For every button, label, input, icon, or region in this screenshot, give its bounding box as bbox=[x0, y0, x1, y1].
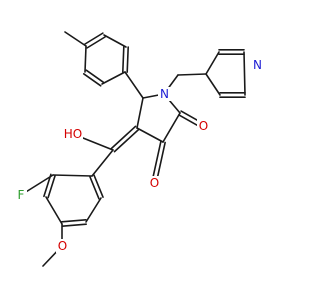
bond-double bbox=[47, 174, 56, 199]
atom-o-c2-carbonyl: O bbox=[197, 119, 210, 133]
atom-o-methoxy: O bbox=[56, 239, 69, 253]
atom-o-hydroxyl: HO bbox=[63, 127, 83, 141]
atom-n-pyridine: N bbox=[251, 58, 264, 72]
atom-label-f: F bbox=[18, 188, 25, 202]
bond-single bbox=[84, 45, 87, 73]
bond-single bbox=[52, 174, 93, 177]
atom-label-n-pyridine: N bbox=[253, 58, 262, 72]
atom-n-pyrrolidine: N bbox=[158, 87, 171, 101]
bond-single bbox=[205, 51, 220, 75]
bond-single bbox=[64, 31, 87, 47]
bond-single bbox=[91, 149, 114, 177]
bond-double bbox=[122, 46, 125, 73]
atom-label-o-c3: O bbox=[150, 176, 159, 190]
bond-single bbox=[45, 196, 63, 225]
bond-double bbox=[82, 72, 102, 87]
bond-double bbox=[89, 176, 100, 200]
bond-double bbox=[61, 219, 87, 223]
bond-double bbox=[113, 128, 140, 153]
bond-single bbox=[136, 127, 164, 143]
bond-single bbox=[103, 34, 127, 48]
bond-layer bbox=[20, 31, 246, 267]
bond-double bbox=[151, 140, 162, 184]
molecule-structure-diagram: HO O O N N F O bbox=[15, 31, 264, 267]
bond-single bbox=[101, 71, 126, 85]
bond-single bbox=[136, 97, 144, 129]
atom-label-layer: HO O O N N F O bbox=[15, 58, 264, 253]
atom-label-n-ring: N bbox=[160, 87, 169, 101]
bond-single bbox=[177, 73, 207, 76]
bond-double bbox=[85, 69, 105, 84]
bond-single bbox=[85, 197, 102, 223]
atom-o-c3-carbonyl: O bbox=[148, 176, 161, 190]
bond-double bbox=[110, 125, 137, 150]
atom-label-ho: HO bbox=[64, 127, 82, 141]
bond-double bbox=[126, 46, 129, 73]
bond-single bbox=[162, 112, 181, 143]
bond-double bbox=[93, 174, 104, 198]
bond-double bbox=[86, 36, 106, 49]
atom-label-o-c2: O bbox=[199, 119, 208, 133]
bond-double bbox=[43, 173, 52, 198]
bond-double bbox=[84, 32, 104, 45]
bond-single bbox=[124, 71, 144, 99]
atom-label-o-methoxy: O bbox=[58, 239, 67, 253]
bond-single bbox=[205, 73, 221, 96]
bond-double bbox=[61, 223, 87, 227]
atom-fluorine: F bbox=[15, 188, 27, 202]
bond-single bbox=[243, 51, 246, 96]
